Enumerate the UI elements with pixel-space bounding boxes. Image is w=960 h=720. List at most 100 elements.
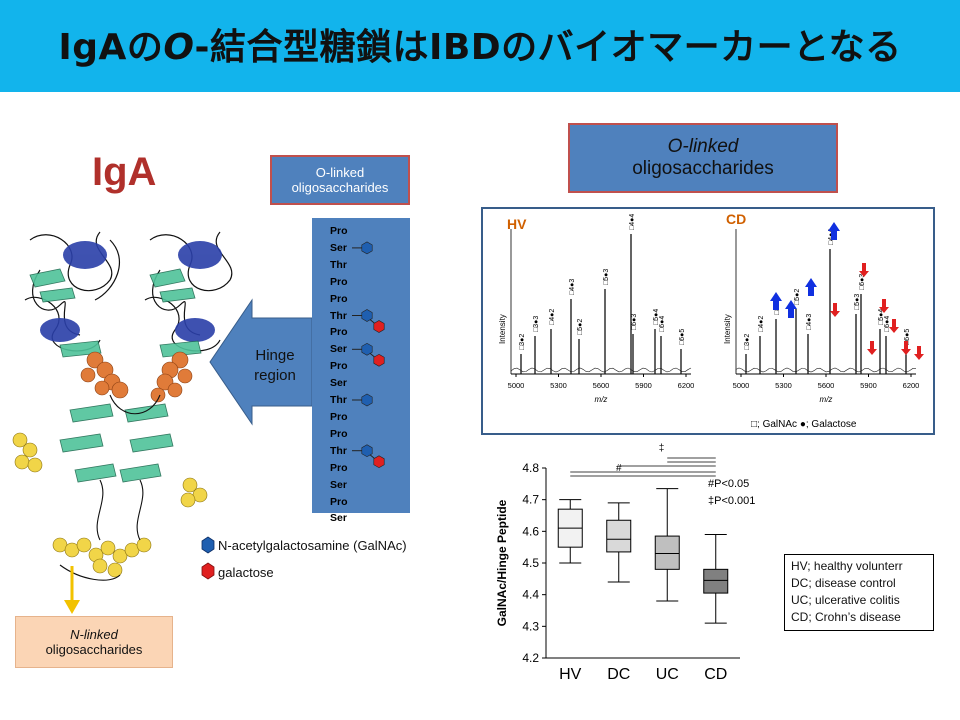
galnac-hex-icon (201, 536, 215, 554)
y-tick-label: 4.4 (522, 588, 539, 602)
hv-spectrum-label: HV (507, 216, 527, 232)
spectrum-tick-label: 5900 (860, 381, 877, 390)
hinge-residue: Ser (330, 478, 347, 491)
legend-galactose-text: galactose (218, 565, 274, 580)
x-category-label: DC (607, 666, 630, 683)
iga-fab-right (144, 231, 233, 352)
hinge-residue: Pro (330, 326, 348, 339)
significance-note: #P<0.05 (708, 478, 749, 490)
iga-label: IgA (92, 150, 157, 194)
hinge-residue: Ser (330, 241, 347, 254)
cd-spectrum-label: CD (726, 211, 746, 227)
hinge-residue: Ser (330, 377, 347, 390)
x-category-label: CD (704, 666, 727, 683)
spectrum-tick-label: 5300 (550, 381, 567, 390)
hinge-residue: Pro (330, 461, 348, 474)
peak-label: □6●4 (659, 316, 666, 332)
box-dc (606, 519, 632, 553)
group-legend: HV; healthy volunterr DC; disease contro… (784, 554, 934, 631)
peak-label: □4●3 (806, 314, 813, 330)
hinge-residue: Pro (330, 292, 348, 305)
molecule-legend-icons (201, 536, 215, 580)
increase-arrow-icon (828, 222, 840, 240)
y-tick-label: 4.3 (522, 619, 539, 633)
spectra-legend: □; GalNAc ●; Galactose (751, 419, 857, 430)
significance-note: ‡P<0.001 (708, 495, 755, 507)
peak-label: □5●3 (854, 294, 861, 310)
box-hv (557, 508, 583, 548)
slide-title: IgAのO-結合型糖鎖はIBDのバイオマーカーとなる (58, 27, 902, 68)
olinked-label-large: O-linked oligosaccharides (568, 123, 838, 193)
box-cd (703, 568, 729, 594)
spectrum-tick-label: 5600 (818, 381, 835, 390)
hinge-region-label: Hinge region (254, 347, 296, 384)
hinge-residue: Thr (330, 309, 347, 322)
peak-label: □5●3 (603, 269, 610, 285)
spectrum-baseline (510, 367, 692, 373)
spectrum-tick-label: 6200 (903, 381, 920, 390)
spectrum-ylabel: Intensity (723, 314, 732, 344)
hinge-residue: Pro (330, 275, 348, 288)
spectrum-tick-label: 6200 (678, 381, 695, 390)
bracket-mark: # (616, 463, 622, 474)
peak-label: □6●5 (904, 329, 911, 345)
iga-hinge-spheres (80, 351, 193, 403)
hinge-residue: Pro (330, 427, 348, 440)
spectrum-tick-label: 5900 (635, 381, 652, 390)
bracket-mark: ‡ (659, 443, 665, 454)
nlinked-label: N-linked oligosaccharides (15, 616, 173, 668)
mass-spectra: HV CD 5000 5300 5600 5900 6200 m/z Intensity □3●2… (498, 211, 924, 430)
x-category-label: HV (559, 666, 582, 683)
decrease-arrow-icon (914, 346, 924, 360)
increase-arrow-icon (805, 278, 817, 296)
decrease-arrow-icon (859, 263, 869, 277)
hinge-residue: Ser (330, 343, 347, 356)
peak-label: □4●4 (629, 214, 636, 230)
y-tick-label: 4.5 (522, 556, 539, 570)
spectrum-tick-label: 5000 (733, 381, 750, 390)
peak-label: □4●2 (758, 316, 765, 332)
hinge-residue: Thr (330, 394, 347, 407)
hinge-residue: Ser (330, 512, 347, 525)
mass-spectra-panel: HV CD 5000 5300 5600 5900 6200 m/z Intensity □3●2… (481, 207, 935, 435)
boxplot-ylabel: GalNAc/Hinge Peptide (495, 499, 509, 626)
hinge-residue: Pro (330, 410, 348, 423)
y-tick-label: 4.8 (522, 461, 539, 475)
hinge-residue: Thr (330, 258, 347, 271)
peak-label: □5●2 (794, 289, 801, 305)
decrease-arrow-icon (889, 319, 899, 333)
decrease-arrow-icon (879, 299, 889, 313)
galactose-hex-icon (201, 562, 215, 580)
decrease-arrow-icon (901, 341, 911, 355)
hinge-residue: Pro (330, 495, 348, 508)
increase-arrow-icon (770, 292, 782, 310)
peak-label: □6●4 (884, 316, 891, 332)
peak-label: □6●3 (859, 274, 866, 290)
title-bar (0, 0, 960, 92)
hinge-residue: Pro (330, 360, 348, 373)
spectrum-tick-label: 5600 (593, 381, 610, 390)
box-uc (654, 535, 680, 570)
olinked-label-small: O-linked oligosaccharides (270, 155, 410, 205)
hinge-residue: Pro (330, 225, 348, 237)
spectrum-xlabel: m/z (595, 395, 608, 404)
iga-fab-left (24, 231, 120, 352)
iga-yellow-spheres (12, 432, 208, 578)
y-tick-label: 4.2 (522, 651, 539, 665)
increase-arrow-icon (785, 300, 797, 318)
peak-label: □5●4 (878, 309, 885, 325)
iga-green-domains (29, 268, 202, 483)
iga-blue-domains (40, 241, 222, 342)
peak-label: □3●2 (519, 334, 526, 350)
spectrum-tick-label: 5000 (508, 381, 525, 390)
hinge-sequence-panel (312, 218, 410, 513)
spectrum-ylabel: Intensity (498, 314, 507, 344)
spectrum-baseline (735, 367, 917, 373)
decrease-arrow-icon (830, 303, 840, 317)
peak-label: □3●3 (533, 316, 540, 332)
legend-galnac-text: N-acetylgalactosamine (GalNAc) (218, 538, 407, 553)
x-category-label: UC (656, 666, 679, 683)
hinge-residue: Thr (330, 444, 347, 457)
peak-label: □6●5 (679, 329, 686, 345)
